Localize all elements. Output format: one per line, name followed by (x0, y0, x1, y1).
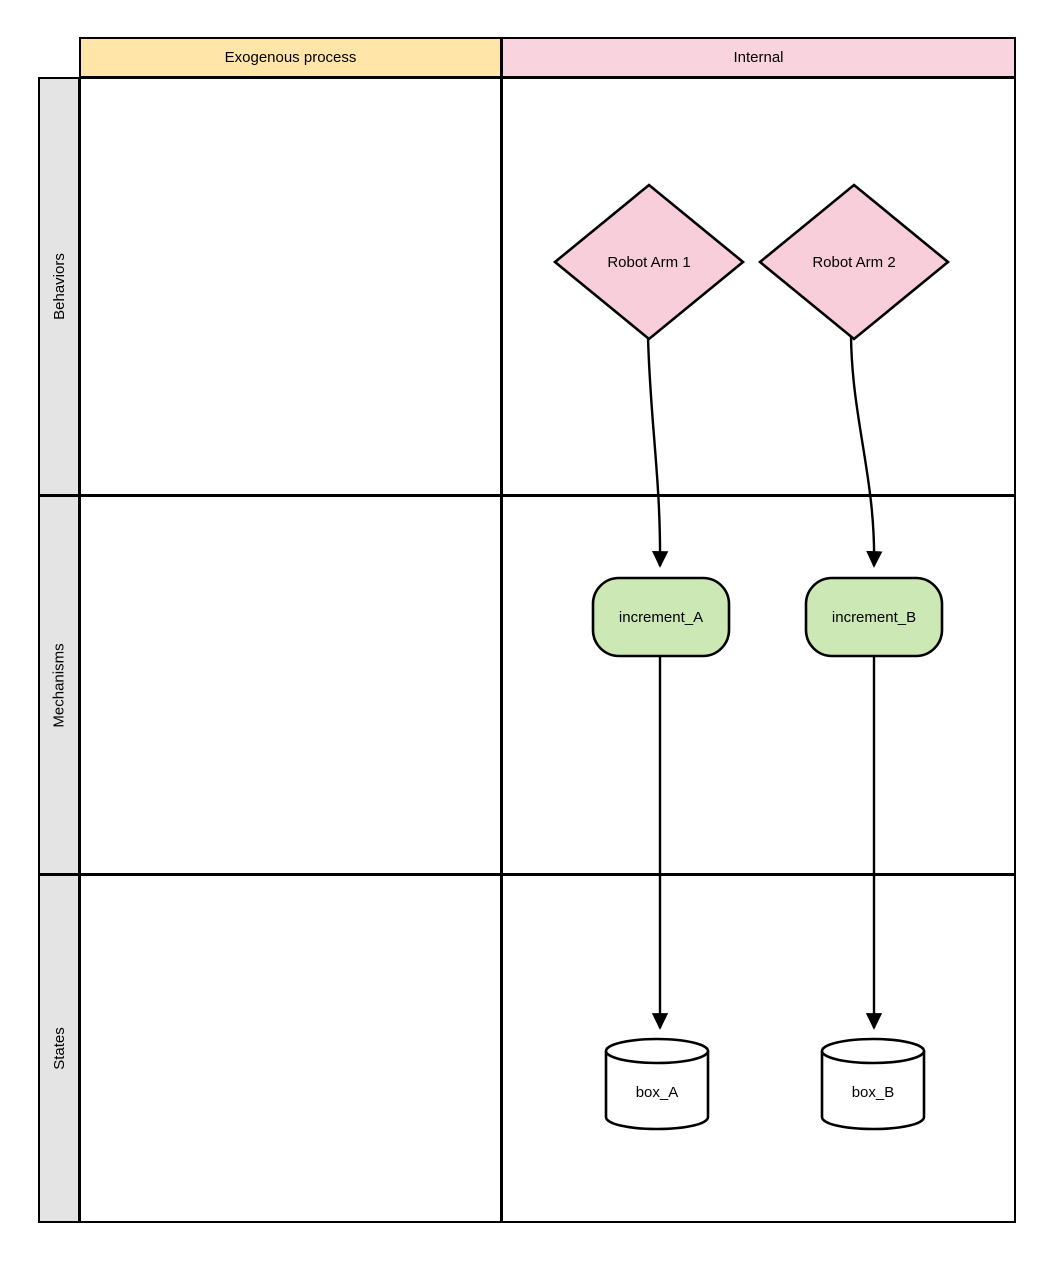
node-box-a[interactable]: box_A (604, 1036, 710, 1132)
row-header-states-label: States (50, 1027, 68, 1070)
rounded-rectangle-shape-icon (591, 576, 731, 658)
column-header-internal-label: Internal (733, 49, 784, 66)
cell-mechanisms-internal[interactable] (501, 495, 1016, 875)
cell-behaviors-exogenous[interactable] (79, 77, 502, 496)
column-header-exogenous-process[interactable]: Exogenous process (79, 37, 502, 78)
row-header-mechanisms[interactable]: Mechanisms (38, 495, 80, 875)
column-header-exogenous-process-label: Exogenous process (224, 49, 357, 66)
node-robot-arm-2[interactable]: Robot Arm 2 (757, 182, 951, 342)
node-increment-b[interactable]: increment_B (804, 576, 944, 658)
diamond-shape-icon (757, 183, 951, 341)
diamond-shape-icon (552, 183, 746, 341)
row-header-mechanisms-label: Mechanisms (50, 642, 68, 728)
cylinder-database-icon (820, 1037, 926, 1131)
cell-states-exogenous[interactable] (79, 874, 502, 1223)
node-box-b[interactable]: box_B (820, 1036, 926, 1132)
node-increment-a[interactable]: increment_A (591, 576, 731, 658)
rounded-rectangle-shape-icon (804, 576, 944, 658)
row-header-states[interactable]: States (38, 874, 80, 1223)
cell-mechanisms-exogenous[interactable] (79, 495, 502, 875)
cell-states-internal[interactable] (501, 874, 1016, 1223)
node-robot-arm-1[interactable]: Robot Arm 1 (552, 182, 746, 342)
row-header-behaviors[interactable]: Behaviors (38, 77, 80, 496)
column-header-internal[interactable]: Internal (501, 37, 1016, 78)
cylinder-database-icon (604, 1037, 710, 1131)
row-header-behaviors-label: Behaviors (50, 253, 68, 320)
